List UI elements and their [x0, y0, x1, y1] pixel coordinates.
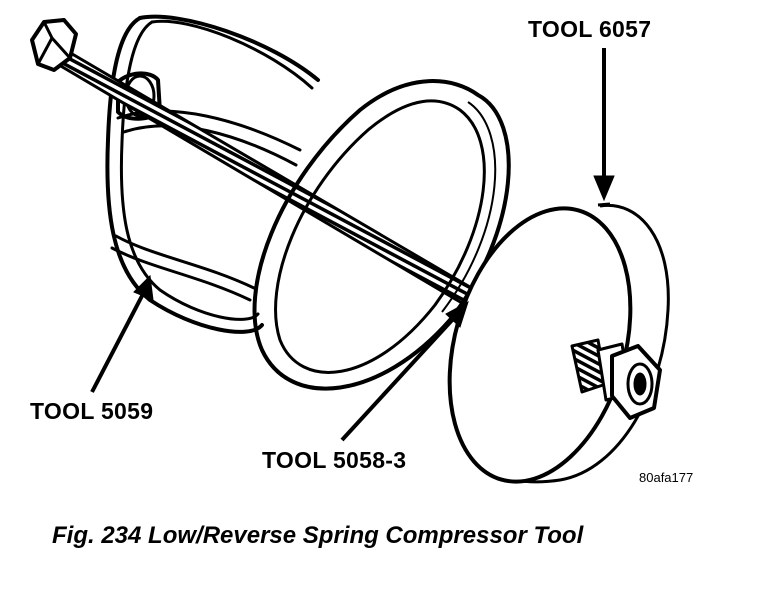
tool-5059-cage: [105, 14, 320, 334]
callout-arrow-5058-3: [340, 300, 469, 442]
figure-code: 80afa177: [639, 470, 694, 485]
figure-caption: Fig. 234 Low/Reverse Spring Compressor T…: [52, 522, 584, 549]
callout-label-tool-5059: TOOL 5059: [30, 398, 154, 424]
callout-arrow-6057: [593, 48, 615, 202]
callout-label-tool-6057: TOOL 6057: [528, 16, 652, 42]
hex-nut-left: [30, 18, 78, 72]
callout-label-tool-5058-3: TOOL 5058-3: [262, 447, 407, 473]
tool-6057-disc: [447, 202, 670, 484]
tool-5058-3-ring: [252, 79, 511, 391]
callout-arrow-5059: [90, 274, 154, 393]
threaded-rod: [51, 45, 494, 319]
disc-center-bolt: [570, 338, 662, 420]
